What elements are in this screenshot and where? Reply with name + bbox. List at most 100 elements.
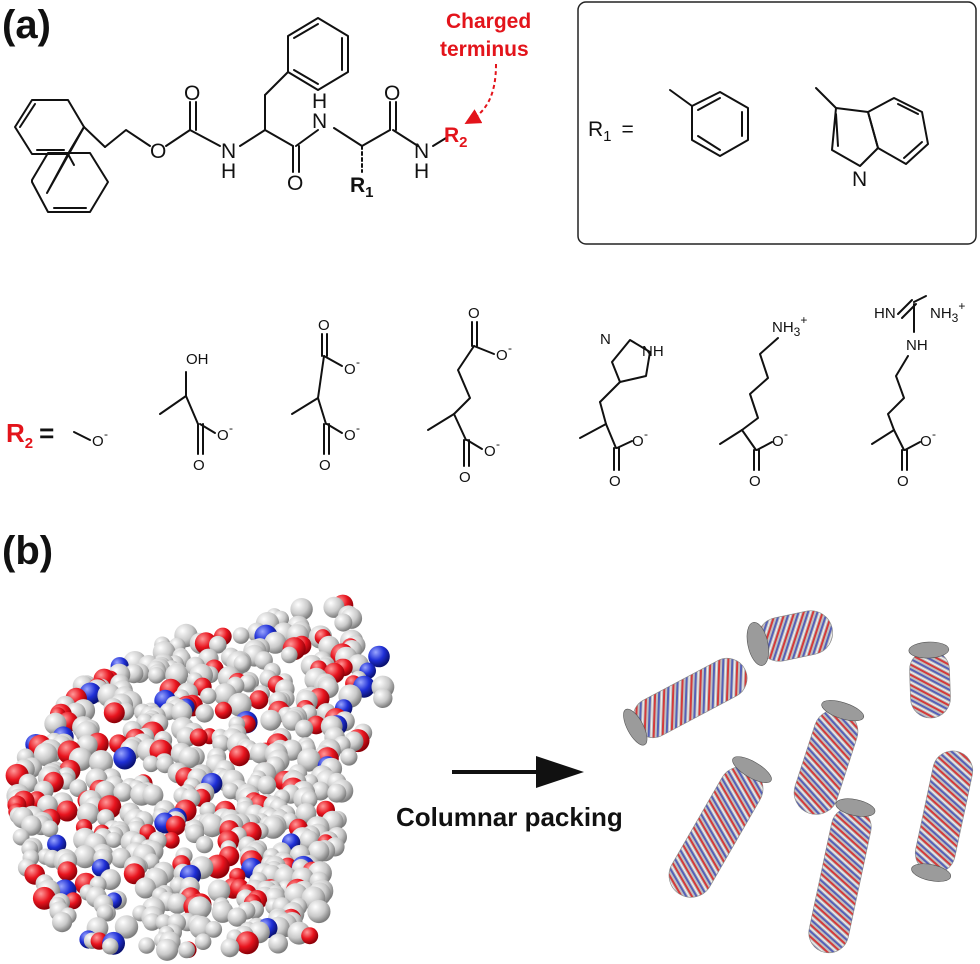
- r2-structure-5: N NH O O -: [579, 331, 664, 490]
- atom-sphere: [73, 845, 97, 869]
- r2-structure-4: O O - O O -: [427, 305, 512, 486]
- atom-sphere: [103, 702, 125, 724]
- atom-sphere: [187, 896, 212, 920]
- atom-sphere: [142, 755, 160, 773]
- atom-sphere: [260, 709, 282, 731]
- atom-sphere: [227, 692, 252, 717]
- atom-sphere: [114, 915, 139, 939]
- atom-r2: R2: [444, 124, 468, 151]
- svg-text:O: O: [749, 473, 761, 490]
- atom-sphere: [220, 938, 240, 958]
- atom-sphere: [113, 746, 137, 770]
- svg-text:-: -: [356, 421, 360, 435]
- atom-sphere: [327, 783, 347, 803]
- r2-6-amine: NH3+: [772, 313, 807, 339]
- svg-text:O: O: [484, 443, 496, 460]
- svg-text:OH: OH: [186, 351, 209, 368]
- r2-structure-3: O O - O O -: [291, 317, 360, 474]
- atom-h3: H: [414, 160, 429, 183]
- svg-text:O: O: [318, 317, 330, 334]
- atom-sphere: [214, 701, 232, 720]
- helical-column-4: [793, 700, 865, 815]
- atom-sphere: [200, 687, 217, 705]
- atom-sphere: [165, 815, 186, 836]
- atom-h1: H: [221, 160, 236, 183]
- phenyl-structure: [669, 89, 749, 157]
- atom-r1: R1: [350, 174, 374, 201]
- svg-text:NH3+: NH3+: [930, 299, 965, 325]
- atom-sphere: [334, 613, 353, 632]
- svg-text:-: -: [644, 427, 648, 441]
- svg-text:-: -: [104, 427, 108, 441]
- atom-n1: N: [221, 140, 236, 163]
- atom-sphere: [235, 931, 259, 955]
- atom-sphere: [194, 933, 212, 950]
- svg-text:O: O: [897, 473, 909, 490]
- atom-sphere: [268, 933, 288, 954]
- atom-sphere: [105, 831, 122, 848]
- annotation-line-2: terminus: [440, 38, 529, 61]
- helical-column-7: [808, 798, 876, 954]
- r2-row-label: R2=: [6, 418, 54, 452]
- atom-o2: O: [184, 82, 200, 105]
- arrow-caption: Columnar packing: [396, 802, 623, 832]
- svg-text:-: -: [229, 421, 233, 435]
- atom-sphere: [205, 921, 223, 938]
- atom-sphere: [56, 800, 78, 822]
- atom-sphere: [200, 813, 224, 838]
- atom-sphere: [195, 835, 214, 854]
- r2-structure-6: NH3+ O O -: [719, 313, 807, 490]
- atom-sphere: [189, 728, 208, 747]
- atom-sphere: [295, 719, 314, 738]
- svg-text:HN: HN: [874, 305, 896, 322]
- atom-sphere: [229, 745, 250, 767]
- atom-o1: O: [150, 140, 166, 163]
- svg-text:O: O: [609, 473, 621, 490]
- atom-sphere: [113, 782, 133, 802]
- molecular-assembly-image: [5, 594, 395, 961]
- atom-sphere: [195, 704, 214, 723]
- svg-text:O: O: [496, 347, 508, 364]
- helical-column-2: [908, 641, 951, 719]
- r1-box-frame: [577, 1, 977, 245]
- svg-text:O: O: [632, 433, 644, 450]
- r2-structure-2: OH O O -: [159, 351, 233, 474]
- atom-sphere: [96, 904, 114, 922]
- atom-sphere: [171, 701, 193, 723]
- helical-column-1: [746, 610, 833, 666]
- atom-sphere: [178, 941, 196, 959]
- atom-sphere: [134, 877, 156, 899]
- svg-text:O: O: [344, 361, 356, 378]
- svg-text:-: -: [508, 341, 512, 355]
- svg-text:O: O: [193, 457, 205, 474]
- atom-sphere: [373, 688, 393, 708]
- r2-structure-7: HN NH3+ NH O O -: [871, 295, 965, 490]
- atom-sphere: [156, 938, 179, 961]
- helical-column-6: [668, 756, 772, 898]
- atom-o3: O: [287, 172, 303, 195]
- atom-sphere: [257, 775, 277, 795]
- atom-sphere: [290, 598, 313, 621]
- atom-sphere: [123, 863, 145, 885]
- panel-b-label: (b): [2, 529, 53, 573]
- atom-n2: N: [312, 110, 327, 133]
- atom-sphere: [33, 742, 58, 767]
- atom-sphere: [148, 667, 165, 684]
- svg-text:O: O: [468, 305, 480, 322]
- atom-sphere: [340, 748, 358, 766]
- svg-text:O: O: [319, 457, 331, 474]
- svg-text:O: O: [344, 427, 356, 444]
- atom-sphere: [52, 912, 73, 933]
- atom-h2: H: [312, 90, 327, 113]
- svg-text:NH: NH: [642, 343, 664, 360]
- r2-definition-row: R2= O - OH O O - O O -: [6, 295, 965, 490]
- atom-sphere: [207, 879, 231, 902]
- svg-text:O: O: [217, 427, 229, 444]
- atom-sphere: [57, 861, 78, 881]
- svg-text:O: O: [459, 469, 471, 486]
- r1-definition-box: R1= N: [577, 1, 977, 245]
- helical-columns-image: [623, 610, 974, 954]
- atom-sphere: [233, 655, 251, 672]
- right-arrow-icon: [536, 756, 584, 788]
- atom-sphere: [222, 782, 239, 800]
